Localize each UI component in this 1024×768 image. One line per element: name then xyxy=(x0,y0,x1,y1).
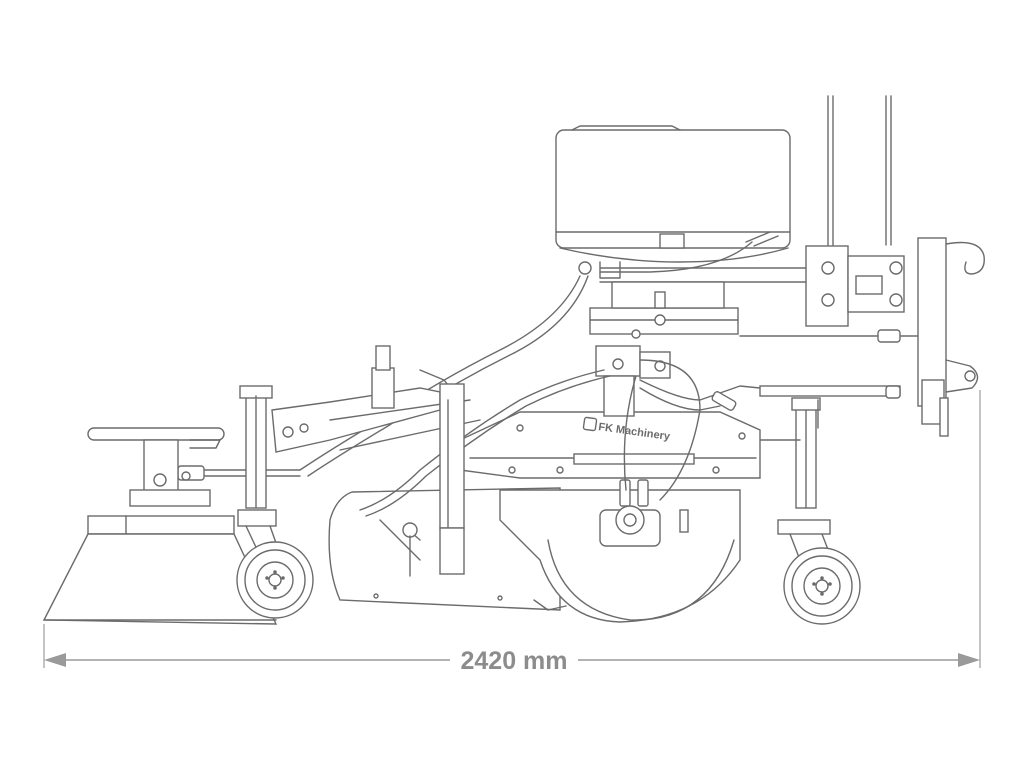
three-point-hitch xyxy=(599,95,985,437)
dimension-arrow-right xyxy=(958,653,980,667)
subframe-crossbar xyxy=(589,281,739,339)
side-brush-arm xyxy=(271,345,481,575)
side-brush-unit xyxy=(42,427,278,625)
dimension-label: 2420 mm xyxy=(460,647,567,675)
dimension-arrow-left xyxy=(44,653,66,667)
left-castor-wheel xyxy=(236,385,314,619)
water-tank xyxy=(555,125,791,279)
right-castor-wheel xyxy=(759,397,861,625)
overall-width-dimension: 2420 mm xyxy=(43,390,981,675)
hydraulic-valve-block xyxy=(595,345,671,507)
hydraulic-hoses xyxy=(177,241,761,517)
